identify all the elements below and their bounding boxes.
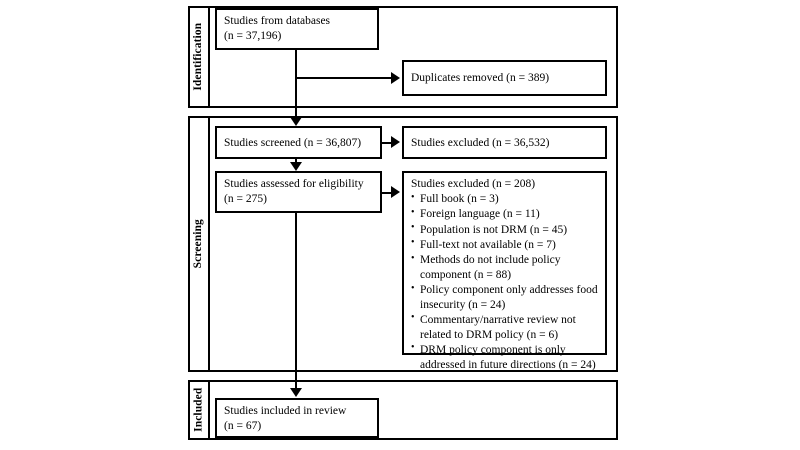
arrowhead-screened-to-excluded (391, 136, 400, 148)
stage-panel-screening: Screening (188, 116, 618, 372)
stage-label-identification: Identification (190, 8, 210, 106)
box-duplicates-removed: Duplicates removed (n = 389) (402, 60, 607, 96)
box-included-line2: (n = 67) (224, 419, 262, 432)
stage-label-screening: Screening (190, 118, 210, 370)
arrowhead-to-eligibility (290, 162, 302, 171)
connector-databases-to-duplicates (295, 77, 391, 79)
stage-panel-included: Included (188, 380, 618, 440)
list-item: Commentary/narrative review not related … (411, 312, 599, 342)
list-item: Full book (n = 3) (411, 192, 599, 207)
list-item: Population is not DRM (n = 45) (411, 222, 599, 238)
list-item: DRM policy component is only addressed i… (411, 342, 599, 372)
connector-eligibility-to-excluded (382, 192, 392, 194)
stage-label-identification-text: Identification (192, 23, 205, 91)
arrowhead-to-included (290, 388, 302, 397)
box-studies-included-in-review: Studies included in review (n = 67) (215, 398, 379, 438)
connector-screened-to-eligibility (295, 159, 297, 163)
arrowhead-to-duplicates (391, 72, 400, 84)
box-duplicates-line1: Duplicates removed (n = 389) (411, 72, 550, 85)
arrowhead-eligibility-to-excluded (391, 186, 400, 198)
stage-panel-identification: Identification (188, 6, 618, 108)
box-databases-line1: Studies from databases (224, 15, 331, 27)
stage-label-screening-text: Screening (192, 219, 205, 269)
connector-screened-to-excluded (382, 142, 392, 144)
box-studies-screened: Studies screened (n = 36,807) (215, 126, 382, 159)
list-item: Foreign language (n = 11) (411, 207, 599, 222)
box-studies-from-databases: Studies from databases (n = 37,196) (215, 8, 379, 50)
box-databases-line2: (n = 37,196) (224, 29, 282, 42)
stage-label-included-text: Included (192, 387, 205, 433)
box-eligibility-excluded-heading: Studies excluded (n = 208) (411, 178, 536, 190)
list-item: Full-text not available (n = 7) (411, 237, 599, 253)
box-eligibility-line1: Studies assessed for eligibility (224, 178, 364, 190)
list-item: Policy component only addresses food ins… (411, 283, 599, 312)
box-screened-excluded-line1: Studies excluded (n = 36,532) (411, 136, 550, 149)
box-included-line1: Studies included in review (224, 405, 347, 417)
box-studies-assessed-eligibility: Studies assessed for eligibility (n = 27… (215, 171, 382, 213)
list-item: Methods do not include policy component … (411, 253, 599, 282)
exclusion-reason-list: Full book (n = 3) Foreign language (n = … (411, 192, 599, 372)
box-studies-excluded-screening: Studies excluded (n = 36,532) (402, 126, 607, 159)
arrowhead-to-screened (290, 117, 302, 126)
box-eligibility-line2: (n = 275) (224, 192, 267, 205)
stage-label-included: Included (190, 382, 210, 438)
box-screened-line1: Studies screened (n = 36,807) (224, 136, 362, 149)
connector-eligibility-to-included (295, 213, 297, 389)
box-studies-excluded-eligibility: Studies excluded (n = 208) Full book (n … (402, 171, 607, 371)
connector-databases-to-screened (295, 50, 297, 118)
